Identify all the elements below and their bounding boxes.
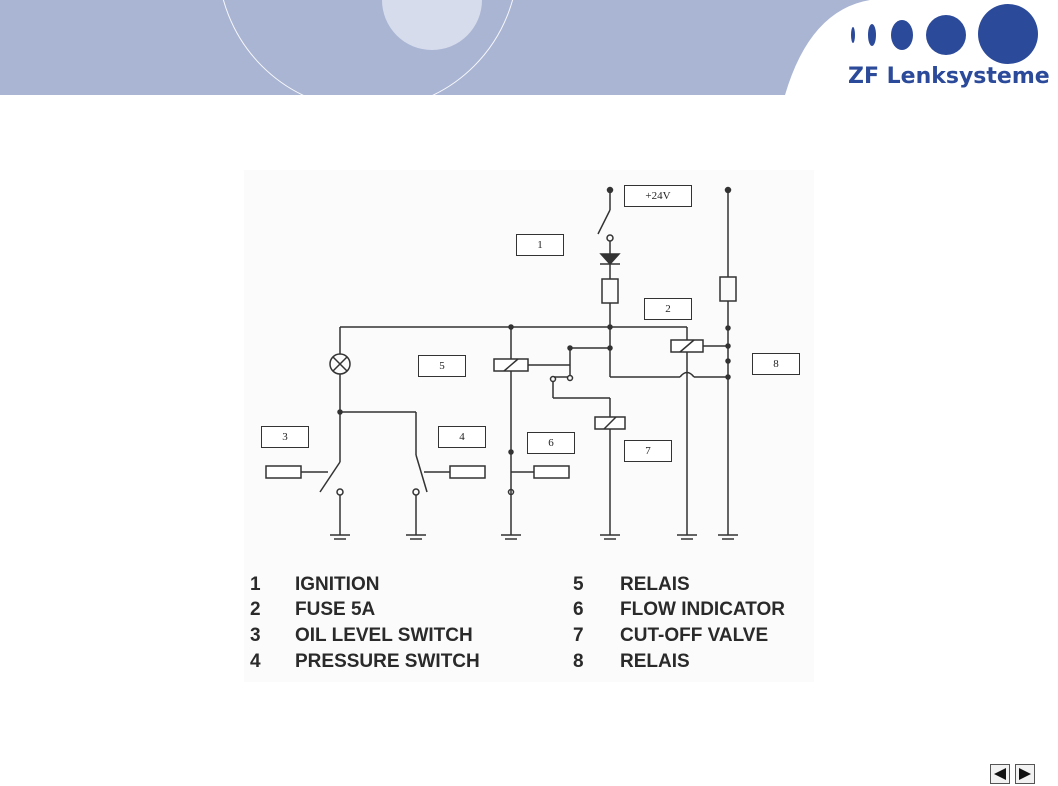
logo-dot-5 — [978, 4, 1038, 64]
legend-number: 1 — [250, 574, 261, 595]
header-band: ZF Lenksysteme — [0, 0, 1058, 95]
callout-5: 5 — [418, 355, 466, 377]
wiring-diagram: +24V 1 2 3 4 5 6 7 8 1 IGNITION 2 FUSE 5… — [244, 170, 814, 682]
legend-text: FLOW INDICATOR — [620, 599, 785, 620]
pressure-switch — [415, 454, 428, 493]
legend-text: PRESSURE SWITCH — [295, 651, 480, 672]
fuse-icon — [601, 278, 619, 304]
circuit-schematic — [265, 186, 738, 540]
next-slide-button[interactable] — [1015, 764, 1035, 784]
legend-text: OIL LEVEL SWITCH — [295, 625, 473, 646]
legend-number: 3 — [250, 625, 261, 646]
callout-2: 2 — [644, 298, 692, 320]
logo-dot-3 — [891, 20, 913, 50]
triangle-right-icon — [1019, 768, 1031, 780]
logo-dot-4 — [926, 15, 966, 55]
logo-dot-2 — [868, 24, 876, 46]
legend-number: 8 — [573, 651, 584, 672]
flow-indicator-resistor — [533, 465, 570, 479]
legend-number: 6 — [573, 599, 584, 620]
callout-8: 8 — [752, 353, 800, 375]
legend-number: 2 — [250, 599, 261, 620]
ignition-switch — [597, 209, 611, 235]
legend-text: RELAIS — [620, 574, 690, 595]
oil-level-switch — [319, 461, 341, 493]
legend-text: RELAIS — [620, 651, 690, 672]
logo-dot-1 — [851, 27, 855, 43]
legend-text: IGNITION — [295, 574, 380, 595]
diode-icon — [599, 253, 621, 266]
callout-4: 4 — [438, 426, 486, 448]
supply-voltage-label: +24V — [624, 185, 692, 207]
ground-symbols — [330, 534, 738, 540]
brand-logo-text: ZF Lenksysteme — [848, 64, 1050, 89]
fuse-right-icon — [719, 276, 737, 302]
legend-number: 5 — [573, 574, 584, 595]
callout-7: 7 — [624, 440, 672, 462]
legend-text: CUT-OFF VALVE — [620, 625, 769, 646]
callout-3: 3 — [261, 426, 309, 448]
legend-text: FUSE 5A — [295, 599, 376, 620]
header-decoration — [222, 0, 1058, 95]
previous-slide-button[interactable] — [990, 764, 1010, 784]
callout-6: 6 — [527, 432, 575, 454]
callout-1: 1 — [516, 234, 564, 256]
triangle-left-icon — [994, 768, 1006, 780]
legend-number: 4 — [250, 651, 261, 672]
legend-number: 7 — [573, 625, 584, 646]
